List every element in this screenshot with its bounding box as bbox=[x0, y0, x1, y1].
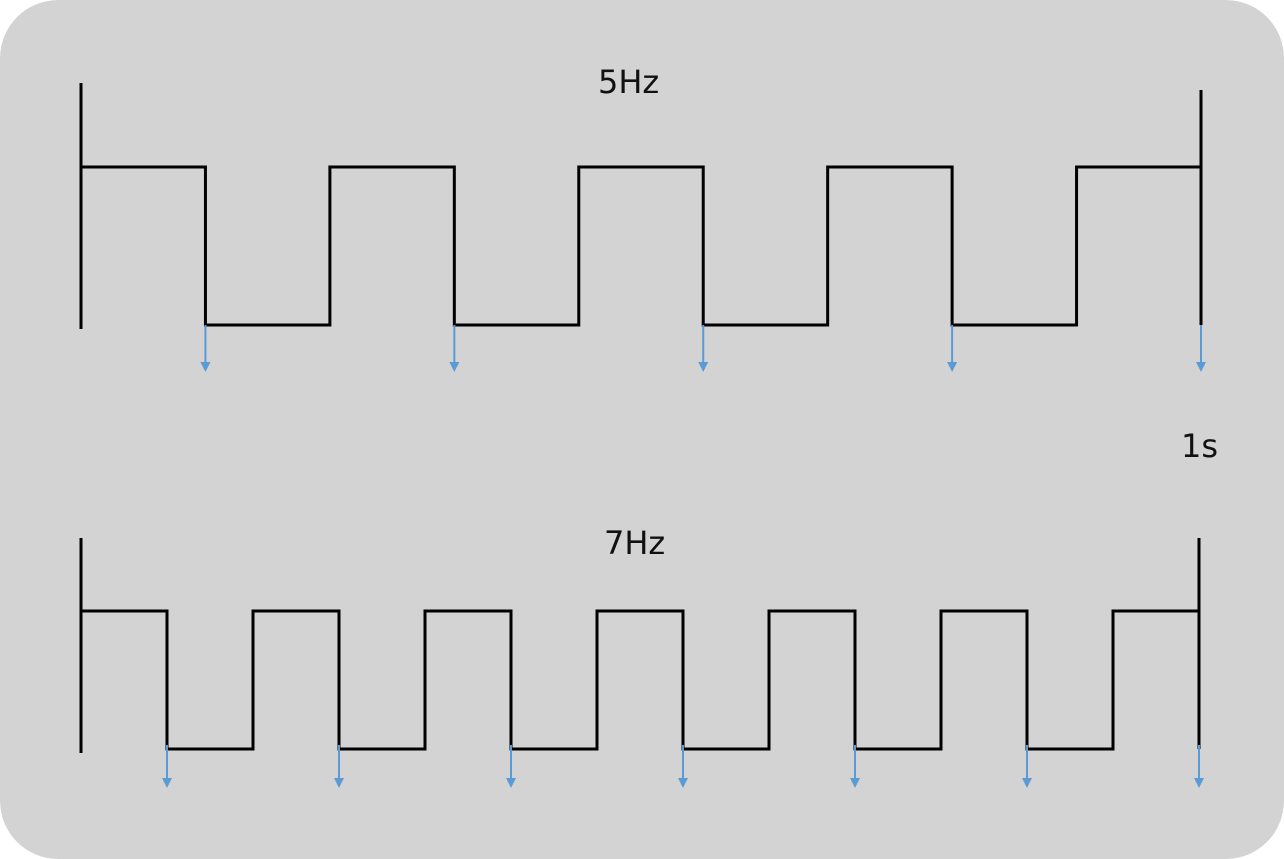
square-wave-path bbox=[81, 165, 1201, 327]
falling-edge-arrow bbox=[200, 325, 211, 372]
duration-label: 1s bbox=[1181, 427, 1219, 465]
arrow-head bbox=[678, 778, 688, 788]
arrow-head bbox=[449, 362, 460, 372]
falling-edge-arrow bbox=[850, 745, 860, 788]
falling-edge-arrow bbox=[506, 745, 516, 788]
falling-edge-arrow bbox=[334, 745, 344, 788]
falling-edge-arrow bbox=[947, 325, 958, 372]
falling-edge-arrow bbox=[1022, 745, 1032, 788]
arrow-head bbox=[1194, 778, 1204, 788]
falling-edge-arrow bbox=[449, 325, 460, 372]
falling-edge-arrow bbox=[162, 745, 172, 788]
square-wave-5hz bbox=[79, 83, 1206, 372]
arrow-head bbox=[506, 778, 516, 788]
falling-edge-arrow bbox=[1194, 745, 1204, 788]
falling-edge-arrow bbox=[678, 745, 688, 788]
square-wave-7hz bbox=[79, 538, 1204, 788]
arrow-head bbox=[947, 362, 958, 372]
falling-edge-arrow bbox=[698, 325, 709, 372]
arrow-head bbox=[1196, 362, 1206, 372]
arrow-head bbox=[850, 778, 860, 788]
arrow-head bbox=[200, 362, 211, 372]
frequency-label-5hz: 5Hz bbox=[598, 63, 660, 101]
arrow-head bbox=[698, 362, 709, 372]
arrow-head bbox=[1022, 778, 1032, 788]
square-wave-path bbox=[81, 609, 1199, 751]
frequency-label-7hz: 7Hz bbox=[604, 524, 666, 562]
arrow-head bbox=[162, 778, 172, 788]
arrow-head bbox=[334, 778, 344, 788]
falling-edge-arrow bbox=[1196, 325, 1206, 372]
